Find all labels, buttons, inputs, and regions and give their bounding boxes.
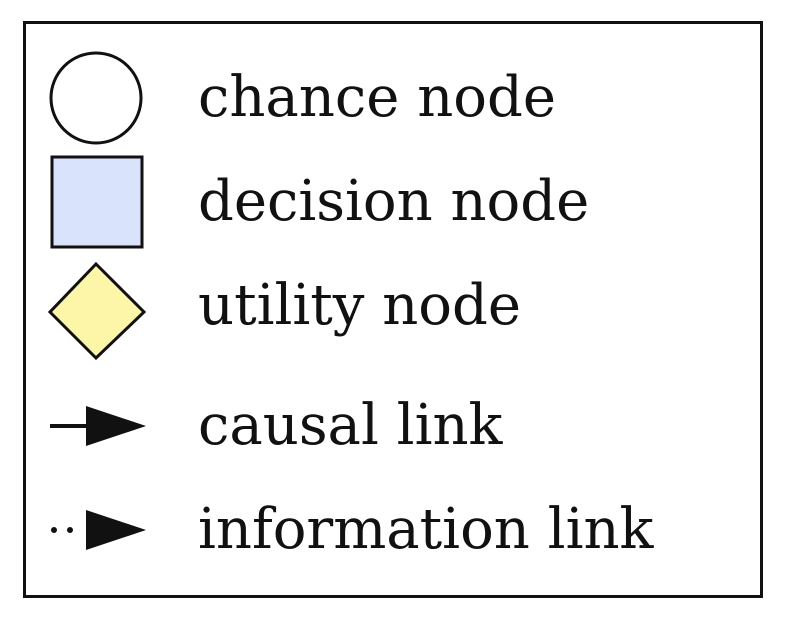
solid-arrow-icon: [48, 376, 148, 476]
legend-label: causal link: [198, 393, 503, 458]
legend-item-utility-node: utility node: [26, 260, 760, 360]
chance-node-circle: [49, 51, 143, 145]
legend-item-information-link: information link: [26, 480, 760, 580]
legend-label: decision node: [198, 169, 590, 234]
diamond-icon: [48, 260, 148, 360]
legend-item-chance-node: chance node: [26, 48, 760, 148]
legend-label: chance node: [198, 65, 556, 130]
square-icon: [48, 152, 148, 252]
circle-icon: [48, 48, 148, 148]
causal-link-arrowhead: [86, 406, 146, 446]
information-link-dot: [51, 527, 57, 533]
information-link-dot: [67, 527, 73, 533]
information-link-arrowhead: [86, 510, 146, 550]
decision-node-square: [50, 155, 144, 249]
legend-label: utility node: [198, 273, 522, 338]
legend-item-causal-link: causal link: [26, 376, 760, 476]
legend-label: information link: [198, 497, 654, 562]
legend-item-decision-node: decision node: [26, 152, 760, 252]
utility-node-diamond: [48, 261, 147, 360]
dotted-arrow-icon: [48, 480, 148, 580]
legend-box: chance node decision node utility node c…: [23, 21, 763, 598]
